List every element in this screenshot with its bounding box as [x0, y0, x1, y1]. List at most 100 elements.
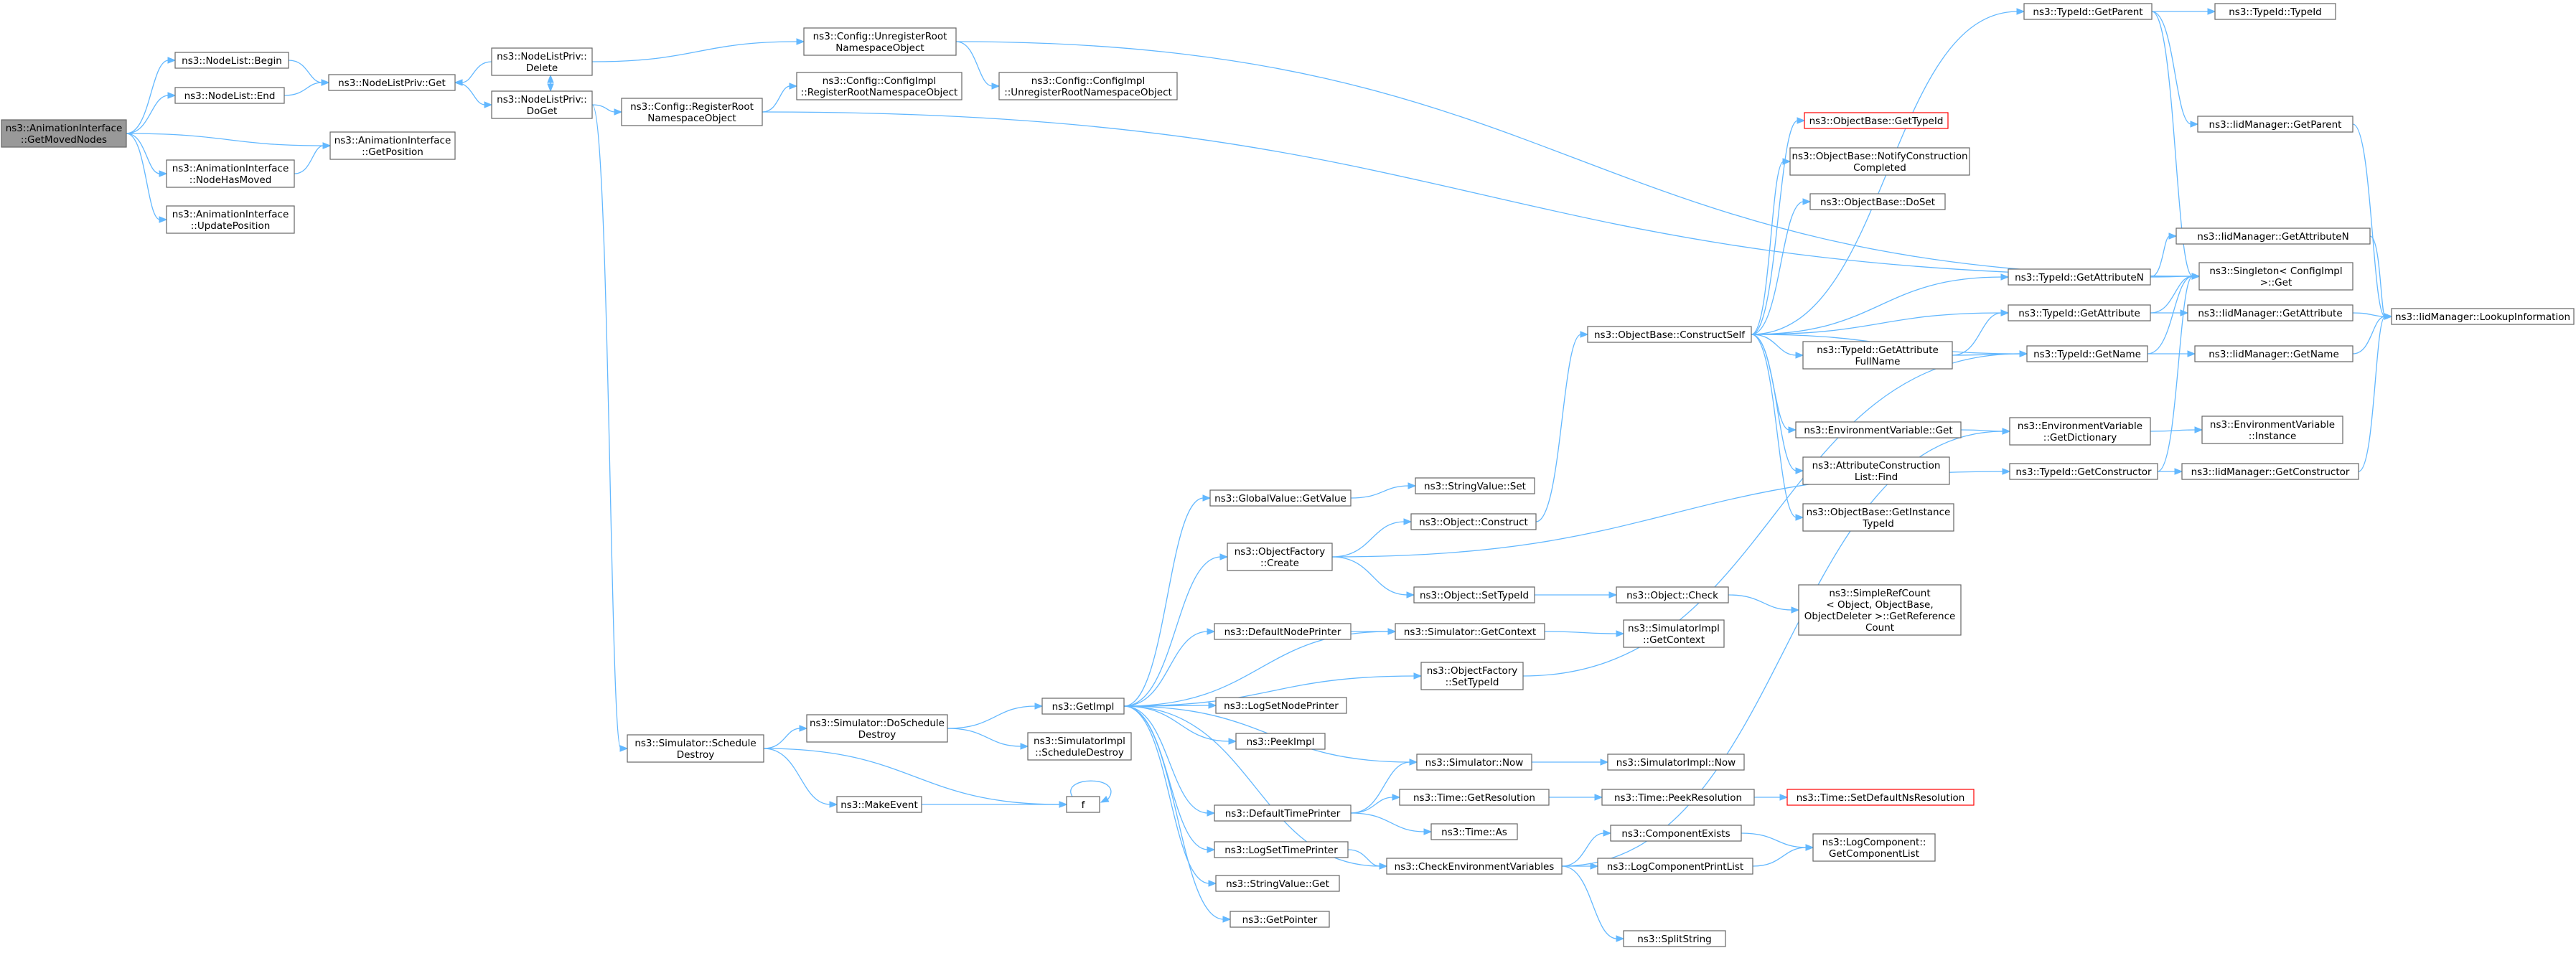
edge-arrowhead — [1208, 702, 1217, 709]
node-sim-getcontext[interactable]: ns3::Simulator::GetContext — [1395, 623, 1545, 640]
node-simimpl-getcontext[interactable]: ns3::SimulatorImpl::GetContext — [1623, 619, 1725, 648]
edge-arrowhead — [2000, 273, 2010, 281]
node-object-construct[interactable]: ns3::Object::Construct — [1410, 513, 1537, 530]
node-iid-getattrn[interactable]: ns3::IidManager::GetAttributeN — [2175, 227, 2371, 245]
edge-root-to-nl_end — [126, 92, 177, 134]
edge-arrowhead — [2002, 468, 2011, 475]
node-ob-constructself[interactable]: ns3::ObjectBase::ConstructSelf — [1587, 326, 1752, 343]
edge-default_node_printer-to-sim_getcontext — [1351, 628, 1397, 635]
node-box — [2187, 304, 2353, 321]
node-envvar-instance[interactable]: ns3::EnvironmentVariable::Instance — [2201, 416, 2343, 444]
node-objfactory-settypeid[interactable]: ns3::ObjectFactory::SetTypeId — [1420, 662, 1524, 690]
node-ai-nodehasmoved[interactable]: ns3::AnimationInterface::NodeHasMoved — [166, 159, 295, 188]
node-envvar-get[interactable]: ns3::EnvironmentVariable::Get — [1795, 421, 1962, 438]
node-stringvalue-set[interactable]: ns3::StringValue::Set — [1415, 477, 1535, 494]
node-box — [1416, 754, 1532, 771]
node-getpointer[interactable]: ns3::GetPointer — [1230, 911, 1330, 928]
node-getimpl[interactable]: ns3::GetImpl — [1041, 698, 1125, 715]
node-typeid-getparent[interactable]: ns3::TypeId::GetParent — [2023, 3, 2153, 20]
edge-line — [1347, 849, 1381, 867]
node-time-getres[interactable]: ns3::Time::GetResolution — [1399, 789, 1550, 806]
node-root[interactable]: ns3::AnimationInterface::GetMovedNodes — [1, 119, 127, 148]
edge-arrowhead — [2187, 350, 2196, 357]
node-ob-gettypeid[interactable]: ns3::ObjectBase::GetTypeId — [1804, 112, 1949, 129]
node-iid-getparent[interactable]: ns3::IidManager::GetParent — [2197, 116, 2353, 133]
node-nlp-delete[interactable]: ns3::NodeListPriv::Delete — [491, 47, 593, 76]
node-cfgimpl-reg[interactable]: ns3::Config::ConfigImpl::RegisterRootNam… — [796, 72, 963, 100]
node-simimpl-schedule-destroy[interactable]: ns3::SimulatorImpl::ScheduleDestroy — [1027, 732, 1132, 761]
node-log-set-node-printer[interactable]: ns3::LogSetNodePrinter — [1215, 697, 1347, 714]
node-nlp-doget[interactable]: ns3::NodeListPriv::DoGet — [491, 90, 593, 119]
node-splitstring[interactable]: ns3::SplitString — [1623, 930, 1726, 947]
node-ob-notify[interactable]: ns3::ObjectBase::NotifyConstructionCompl… — [1789, 147, 1970, 176]
node-stringvalue-get[interactable]: ns3::StringValue::Get — [1215, 875, 1340, 892]
edge-arrowhead — [2190, 121, 2199, 128]
node-objfactory-create[interactable]: ns3::ObjectFactory::Create — [1227, 543, 1333, 571]
node-makeevent[interactable]: ns3::MakeEvent — [836, 796, 922, 813]
node-object-settypeid[interactable]: ns3::Object::SetTypeId — [1413, 586, 1535, 604]
node-ai-updatepos[interactable]: ns3::AnimationInterface::UpdatePosition — [166, 205, 295, 234]
node-singleton-get[interactable]: ns3::Singleton< ConfigImpl >::Get — [2198, 262, 2353, 291]
edge-typeid_getname-to-iid_getname — [2147, 350, 2196, 357]
node-typeid-getname[interactable]: ns3::TypeId::GetName — [2026, 345, 2148, 362]
node-simimpl-now[interactable]: ns3::SimulatorImpl::Now — [1607, 754, 1745, 771]
node-simplerefcount[interactable]: ns3::SimpleRefCount< Object, ObjectBase,… — [1798, 584, 1962, 636]
edge-arrowhead — [159, 216, 168, 223]
node-label: ObjectDeleter >::GetReference — [1804, 611, 1956, 622]
node-iid-getname[interactable]: ns3::IidManager::GetName — [2194, 345, 2353, 362]
node-ai-getpos[interactable]: ns3::AnimationInterface::GetPosition — [329, 131, 456, 160]
node-ob-doset[interactable]: ns3::ObjectBase::DoSet — [1809, 193, 1946, 210]
node-iid-getattr[interactable]: ns3::IidManager::GetAttribute — [2187, 304, 2353, 321]
node-nl-begin[interactable]: ns3::NodeList::Begin — [174, 52, 289, 69]
edge-line — [1561, 865, 1618, 939]
node-envvar-getdict[interactable]: ns3::EnvironmentVariable::GetDictionary — [2009, 417, 2151, 446]
node-cfg-reg[interactable]: ns3::Config::RegisterRootNamespaceObject — [621, 98, 763, 126]
node-check-env-vars[interactable]: ns3::CheckEnvironmentVariables — [1386, 858, 1563, 875]
node-object-check[interactable]: ns3::Object::Check — [1616, 586, 1729, 604]
node-label: ns3::SimulatorImpl — [1628, 623, 1720, 634]
node-f[interactable]: f — [1066, 796, 1100, 813]
node-component-exists[interactable]: ns3::ComponentExists — [1610, 825, 1742, 842]
node-gv-getvalue[interactable]: ns3::GlobalValue::GetValue — [1209, 489, 1352, 507]
node-nl-end[interactable]: ns3::NodeList::End — [174, 87, 285, 104]
node-label: ns3::Simulator::Schedule — [634, 738, 756, 749]
node-sim-now[interactable]: ns3::Simulator::Now — [1416, 754, 1532, 771]
node-logcomp-printlist[interactable]: ns3::LogComponentPrintList — [1597, 858, 1753, 875]
node-cfgimpl-unreg[interactable]: ns3::Config::ConfigImpl::UnregisterRootN… — [998, 72, 1178, 100]
edge-line — [1751, 334, 1797, 356]
node-log-set-time-printer[interactable]: ns3::LogSetTimePrinter — [1214, 841, 1349, 858]
node-box — [1209, 489, 1352, 507]
node-typeid-getattrn[interactable]: ns3::TypeId::GetAttributeN — [2008, 268, 2151, 286]
node-time-peekres[interactable]: ns3::Time::PeekResolution — [1601, 789, 1755, 806]
edge-line — [2352, 316, 2386, 355]
edge-arrowhead — [1782, 158, 1792, 165]
node-typeid-getconstructor[interactable]: ns3::TypeId::GetConstructor — [2009, 463, 2158, 480]
node-iid-lookup[interactable]: ns3::IidManager::LookupInformation — [2391, 308, 2575, 325]
node-box — [174, 52, 289, 69]
node-box — [491, 90, 593, 119]
node-box — [1230, 911, 1330, 928]
node-typeid-typeid[interactable]: ns3::TypeId::TypeId — [2214, 3, 2336, 20]
node-typeid-getattr[interactable]: ns3::TypeId::GetAttribute — [2008, 304, 2151, 321]
node-default-node-printer[interactable]: ns3::DefaultNodePrinter — [1214, 623, 1352, 640]
edge-arrowhead — [1608, 591, 1618, 598]
node-time-as[interactable]: ns3::Time::As — [1430, 823, 1518, 840]
node-peekimpl[interactable]: ns3::PeekImpl — [1235, 733, 1326, 750]
node-time-setdefault[interactable]: ns3::Time::SetDefaultNsResolution — [1786, 789, 1975, 806]
edge-ob_constructself-to-typeid_getattrfullname — [1751, 334, 1804, 359]
node-sim-schedule-destroy[interactable]: ns3::Simulator::ScheduleDestroy — [627, 734, 764, 763]
node-logcomp-getlist[interactable]: ns3::LogComponent::GetComponentList — [1812, 833, 1936, 862]
node-nlp-get[interactable]: ns3::NodeListPriv::Get — [328, 74, 456, 91]
edge-envvar_get-to-envvar_getdict — [1960, 428, 2011, 435]
edge-arrowhead — [2384, 313, 2393, 320]
node-cfg-unreg[interactable]: ns3::Config::UnregisterRootNamespaceObje… — [803, 27, 957, 56]
node-box — [1027, 732, 1132, 761]
node-iid-getconstructor[interactable]: ns3::IidManager::GetConstructor — [2181, 463, 2359, 480]
edge-arrowhead — [2191, 273, 2201, 280]
node-label: ns3::SplitString — [1637, 934, 1712, 945]
node-default-time-printer[interactable]: ns3::DefaultTimePrinter — [1214, 804, 1352, 822]
